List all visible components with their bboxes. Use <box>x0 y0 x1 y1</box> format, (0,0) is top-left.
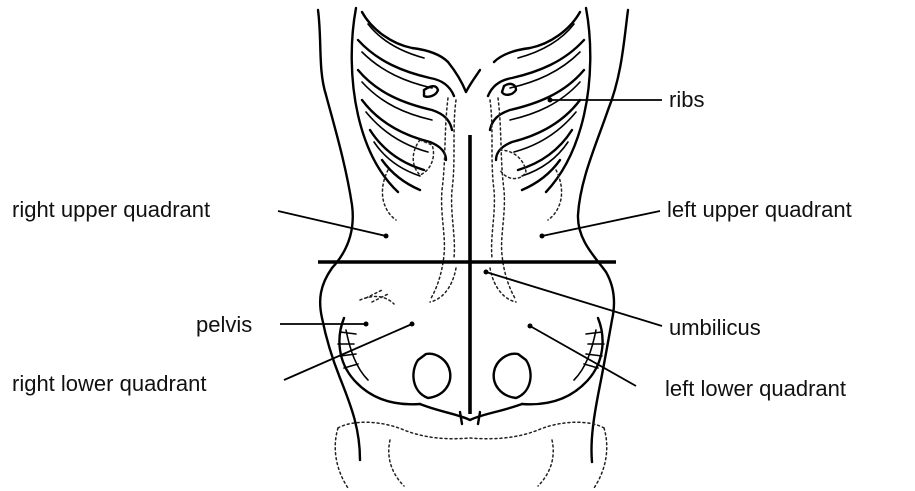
label-pelvis: pelvis <box>196 314 252 336</box>
ruq-dot <box>384 234 389 239</box>
internal-organs-dotted <box>360 98 562 304</box>
label-left-upper-quadrant: left upper quadrant <box>667 199 852 221</box>
ruq-leader <box>278 211 386 236</box>
label-right-lower-quadrant: right lower quadrant <box>12 373 206 395</box>
label-left-lower-quadrant: left lower quadrant <box>665 378 846 400</box>
luq-leader <box>542 211 660 236</box>
label-right-upper-quadrant: right upper quadrant <box>12 199 210 221</box>
llq-dot <box>528 324 533 329</box>
rlq-dot <box>410 322 415 327</box>
label-ribs: ribs <box>669 89 704 111</box>
umbilicus-dot <box>484 270 489 275</box>
ribs-dot <box>548 98 553 103</box>
umbilicus-leader <box>486 272 662 326</box>
label-umbilicus: umbilicus <box>669 317 761 339</box>
luq-dot <box>540 234 545 239</box>
right-rib-cage <box>352 8 480 192</box>
llq-leader <box>530 326 636 386</box>
pelvis-dot <box>364 322 369 327</box>
